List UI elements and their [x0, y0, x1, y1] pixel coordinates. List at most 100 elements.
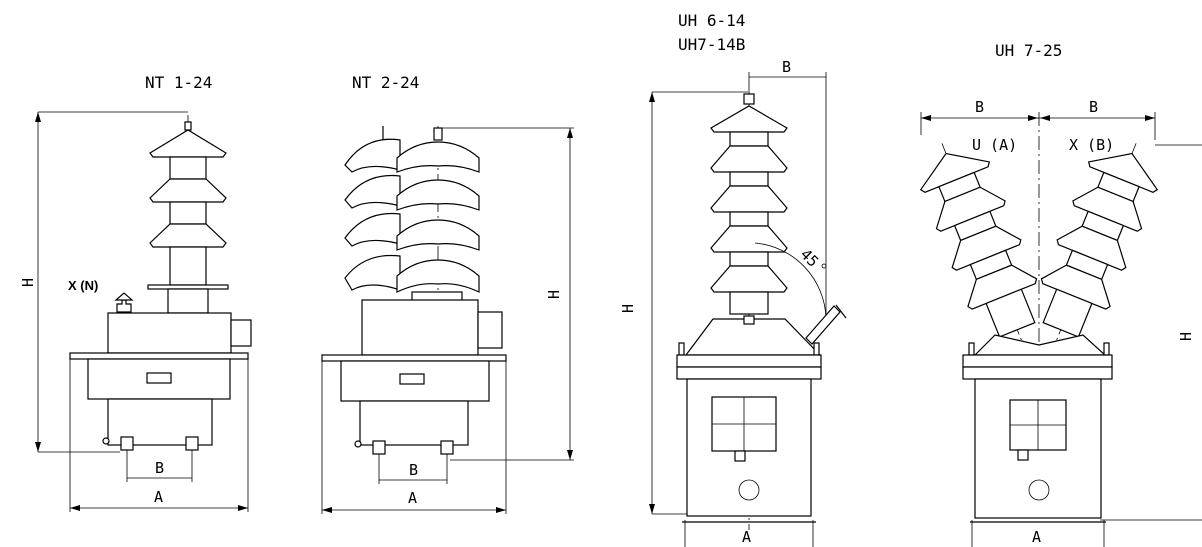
nt2-rear-shed-4 — [344, 254, 401, 291]
nt2-a-arrow-left — [322, 507, 332, 513]
uh6-title-2: UH7-14B — [678, 35, 745, 54]
uh7-right-shed-2 — [1072, 186, 1143, 232]
nt1-ground-bolt — [102, 437, 110, 445]
uh7-b-arrow-mid-left — [1028, 115, 1038, 121]
uh7-right-shed-4 — [1040, 264, 1111, 310]
uh6-angle-label: 45 — [797, 245, 823, 271]
uh6-title-1: UH 6-14 — [678, 11, 745, 30]
nt2-rear-shed-3 — [344, 212, 401, 247]
nt1-shed-3 — [149, 223, 227, 248]
uh6-shed-4 — [710, 225, 788, 253]
uh7-flange-top — [962, 354, 1113, 368]
nt2-nameplate — [399, 373, 425, 385]
uh7-left-shed-2 — [935, 186, 1006, 232]
uh7-lug-right — [1103, 342, 1110, 356]
nt1-neck — [167, 288, 209, 314]
uh6-shed-1 — [710, 105, 788, 133]
nt2-ground-bolt — [354, 440, 362, 448]
uh6-flange-bottom — [676, 366, 822, 380]
nt2-b-label: B — [409, 461, 418, 479]
uh6-shed-2 — [710, 145, 788, 173]
uh7-lug-left — [968, 342, 975, 356]
uh6-core-5 — [729, 291, 769, 315]
uh7-right-core-4 — [1042, 288, 1093, 338]
uh7-b-arrow-left — [921, 115, 931, 121]
uh7-box-gland — [1017, 449, 1029, 461]
nt1-core-1 — [169, 156, 207, 180]
uh7-left-insulator — [919, 143, 1038, 362]
uh6-degree-mark — [821, 263, 827, 269]
nt2-shed-1 — [396, 141, 480, 173]
nt1-core-2 — [169, 201, 207, 225]
nt1-core-3 — [169, 246, 207, 286]
nt1-title: NT 1-24 — [145, 73, 212, 92]
nt1-a-label: A — [154, 488, 163, 506]
uh6-cover-bolt — [743, 315, 755, 325]
uh7-title: UH 7-25 — [995, 41, 1062, 60]
uh6-side-bushing — [805, 305, 841, 345]
nt2-shed-3 — [396, 219, 480, 251]
nt1-top-terminal — [184, 121, 192, 131]
nt2-foot-right — [440, 440, 454, 455]
nt2-top-box — [361, 299, 479, 356]
uh6-h-arrow-bottom — [649, 504, 655, 514]
nt2-a-arrow-right — [496, 507, 506, 513]
uh7-ground-symbol — [1028, 479, 1050, 501]
nt2-foot-left — [372, 440, 386, 455]
nt1-side-box — [230, 319, 252, 347]
nt2-h-label: H — [545, 290, 563, 299]
uh6-lug-left — [678, 342, 685, 356]
nt2-h-arrow-bottom — [567, 450, 573, 460]
nt2-h-arrow-top — [567, 128, 573, 138]
uh7-flange-bottom — [962, 366, 1113, 380]
nt2-base — [359, 400, 469, 446]
uh6-ground-symbol — [738, 479, 760, 501]
nt2-a-label: A — [408, 489, 417, 507]
uh6-top-terminal — [743, 93, 755, 105]
nt2-rear-shed-1 — [344, 138, 401, 173]
nt1-mount-plate — [69, 352, 249, 360]
uh7-left-core-4 — [985, 288, 1036, 338]
uh7-right-shed-1 — [1087, 152, 1159, 193]
nt1-shed-1 — [149, 129, 227, 158]
uh7-h-label: H — [1177, 332, 1195, 341]
uh7-tank-cover — [973, 334, 1107, 356]
uh6-core-3 — [729, 211, 769, 227]
nt1-breather — [116, 299, 132, 313]
uh7-left-shed-3 — [951, 225, 1022, 271]
nt1-shed-2 — [149, 178, 227, 203]
nt1-a-arrow-left — [70, 505, 80, 511]
uh7-left-shed-1 — [919, 152, 991, 193]
nt2-rear-shed-2 — [344, 174, 401, 209]
uh6-h-arrow-top — [649, 92, 655, 102]
uh7-b-arrow-right — [1145, 115, 1155, 121]
uh6-core-4 — [729, 251, 769, 267]
nt1-foot-right — [185, 436, 199, 451]
drawing-nt-1-24: NT 1-24 H X (N) — [19, 73, 252, 512]
uh7-left-terminal-label: U (A) — [972, 136, 1017, 154]
uh6-shed-5 — [710, 265, 788, 293]
uh7-right-insulator — [1040, 143, 1159, 362]
uh6-side-bushing-shed — [835, 304, 847, 319]
nt1-h-label: H — [19, 278, 37, 287]
drawing-nt-2-24: NT 2-24 H B — [321, 73, 574, 514]
nt2-side-box — [477, 311, 503, 349]
nt1-h-arrow-bottom — [35, 442, 41, 452]
drawing-uh-7-25: UH 7-25 B B U (A) X (B) H — [919, 41, 1202, 547]
uh6-flange-top — [676, 354, 822, 368]
uh6-shed-3 — [710, 185, 788, 213]
nt2-title: NT 2-24 — [352, 73, 419, 92]
nt1-top-box — [107, 312, 232, 354]
nt1-nameplate — [146, 372, 172, 384]
uh7-b-label-left: B — [975, 98, 984, 116]
nt1-a-arrow-right — [238, 505, 248, 511]
uh6-a-label: A — [742, 528, 751, 546]
nt2-top-terminal — [433, 127, 443, 141]
uh7-b-arrow-mid-right — [1040, 115, 1050, 121]
nt2-shed-4 — [396, 259, 480, 293]
nt1-h-arrow-top — [35, 112, 41, 122]
uh7-right-shed-3 — [1056, 225, 1127, 271]
nt1-flange — [147, 284, 229, 290]
nt1-breather-cap — [114, 292, 134, 301]
